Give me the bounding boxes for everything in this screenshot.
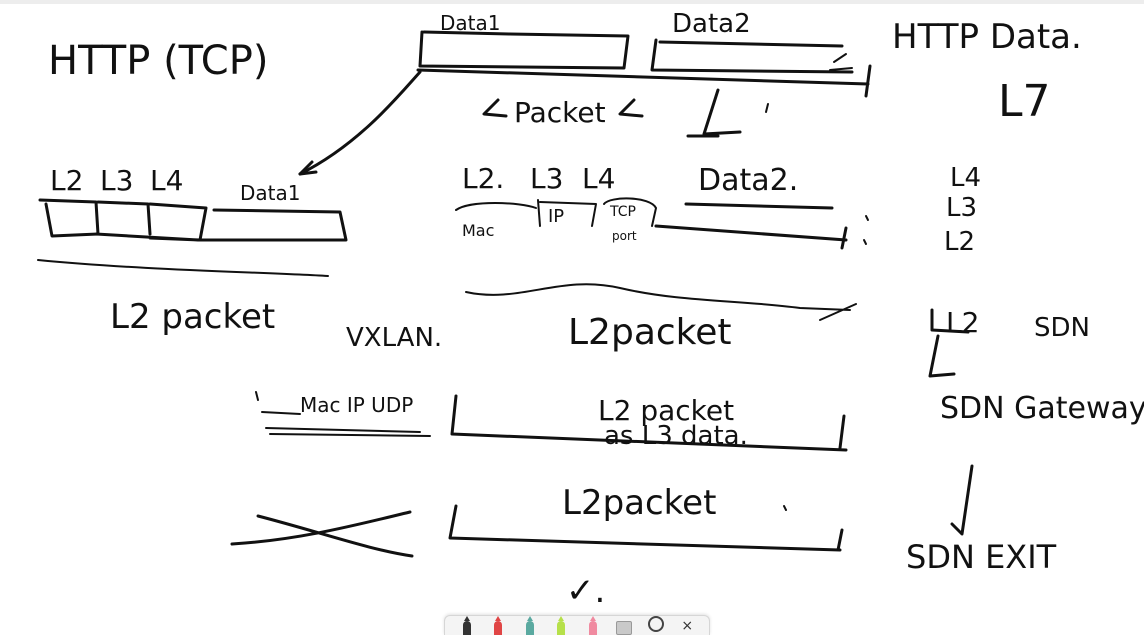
highlighter-icon (557, 615, 566, 635)
row1-l2-label: L2 (50, 164, 83, 197)
sdn-exit-label: SDN EXIT (906, 538, 1057, 576)
encap-text-line2: as L3 data. (604, 421, 748, 451)
top-packet-hash-marks (829, 53, 853, 71)
pen-icon (525, 615, 534, 635)
row2-l2-label: L2. (462, 162, 504, 195)
ink-toolbar: × (444, 615, 710, 635)
window-top-edge (0, 0, 1144, 4)
highlighter-icon (588, 615, 597, 635)
row1-l3-label: L3 (100, 164, 133, 197)
row2-caption: L2packet (568, 312, 732, 353)
row2-data2-label: Data2. (698, 163, 798, 198)
row2-ip-field: IP (548, 206, 564, 227)
encap-packet-box (450, 394, 848, 452)
packet-l-mark (686, 88, 742, 138)
packet-right-angle (618, 98, 644, 118)
row2-wavy-underline (465, 283, 857, 321)
arrow-data1-to-row1 (298, 70, 422, 176)
bottom-dot (783, 505, 787, 511)
packet-tick-mark (765, 103, 769, 113)
pen-teal-tool[interactable] (519, 615, 541, 635)
row2-field-brackets (455, 197, 657, 227)
row2-tcp-field: TCP (609, 204, 636, 220)
right-l4-label: L4 (950, 163, 981, 193)
packet-left-angle (482, 98, 508, 118)
packet-label: Packet (514, 96, 606, 129)
highlighter-pink-tool[interactable] (582, 615, 604, 635)
row1-data1-label: Data1 (240, 181, 300, 205)
bottom-caption: L2packet (562, 483, 716, 523)
header-http-data: HTTP Data. (892, 17, 1082, 57)
row2-l4-label: L4 (582, 162, 615, 195)
eraser-icon (616, 620, 633, 635)
sdn-l2-label: L2 (946, 306, 979, 339)
data1-top-label: Data1 (440, 11, 500, 35)
lasso-icon (647, 615, 664, 632)
vxlan-label: VXLAN. (346, 323, 442, 353)
eraser-tool[interactable] (613, 617, 635, 635)
row1-underline (37, 259, 329, 277)
sdn-down-mark (928, 334, 956, 378)
row1-l4-label: L4 (150, 164, 183, 197)
encap-text-line1: L2 packet (598, 394, 734, 427)
bottom-packet-box (448, 504, 844, 552)
pen-icon (494, 615, 503, 635)
check-mark: ✓. (566, 571, 605, 611)
row2-port-field: port (612, 229, 637, 243)
data2-top-label: Data2 (672, 9, 751, 39)
row1-caption: L2 packet (110, 297, 275, 337)
whiteboard-canvas[interactable]: HTTP (TCP) Data1 Data2 HTTP Data. L7 Pac… (0, 4, 1144, 614)
lasso-tool[interactable] (645, 615, 667, 635)
row2-dots (863, 215, 869, 245)
header-http-tcp: HTTP (TCP) (48, 38, 268, 84)
data1-top-box (418, 30, 630, 70)
cross-mark (230, 510, 414, 558)
pen-icon (462, 615, 471, 635)
right-l3-label: L3 (946, 193, 977, 223)
pen-red-tool[interactable] (487, 615, 509, 635)
row1-packet-boxes (38, 198, 348, 242)
row2-l3-label: L3 (530, 162, 563, 195)
row2-data-box (654, 202, 848, 250)
close-icon: × (681, 617, 694, 634)
top-packet-underline (416, 64, 872, 98)
right-l2-label: L2 (944, 227, 975, 257)
close-toolbar-button[interactable]: × (676, 617, 698, 635)
layer-l7-label: L7 (998, 76, 1051, 127)
sdn-gateway-label: SDN Gateway (940, 391, 1144, 426)
row2-mac-field: Mac (462, 221, 494, 240)
highlighter-green-tool[interactable] (550, 615, 572, 635)
sdn-gateway-arrow (950, 464, 974, 536)
data2-top-box (650, 38, 854, 74)
pen-black-tool[interactable] (456, 615, 478, 635)
arrow-head-row1 (298, 160, 318, 176)
sdn-l2-bracket (930, 308, 970, 334)
sdn-label: SDN (1034, 313, 1090, 343)
encap-scribbles (255, 391, 431, 437)
encap-fields-label: Mac IP UDP (300, 393, 413, 417)
